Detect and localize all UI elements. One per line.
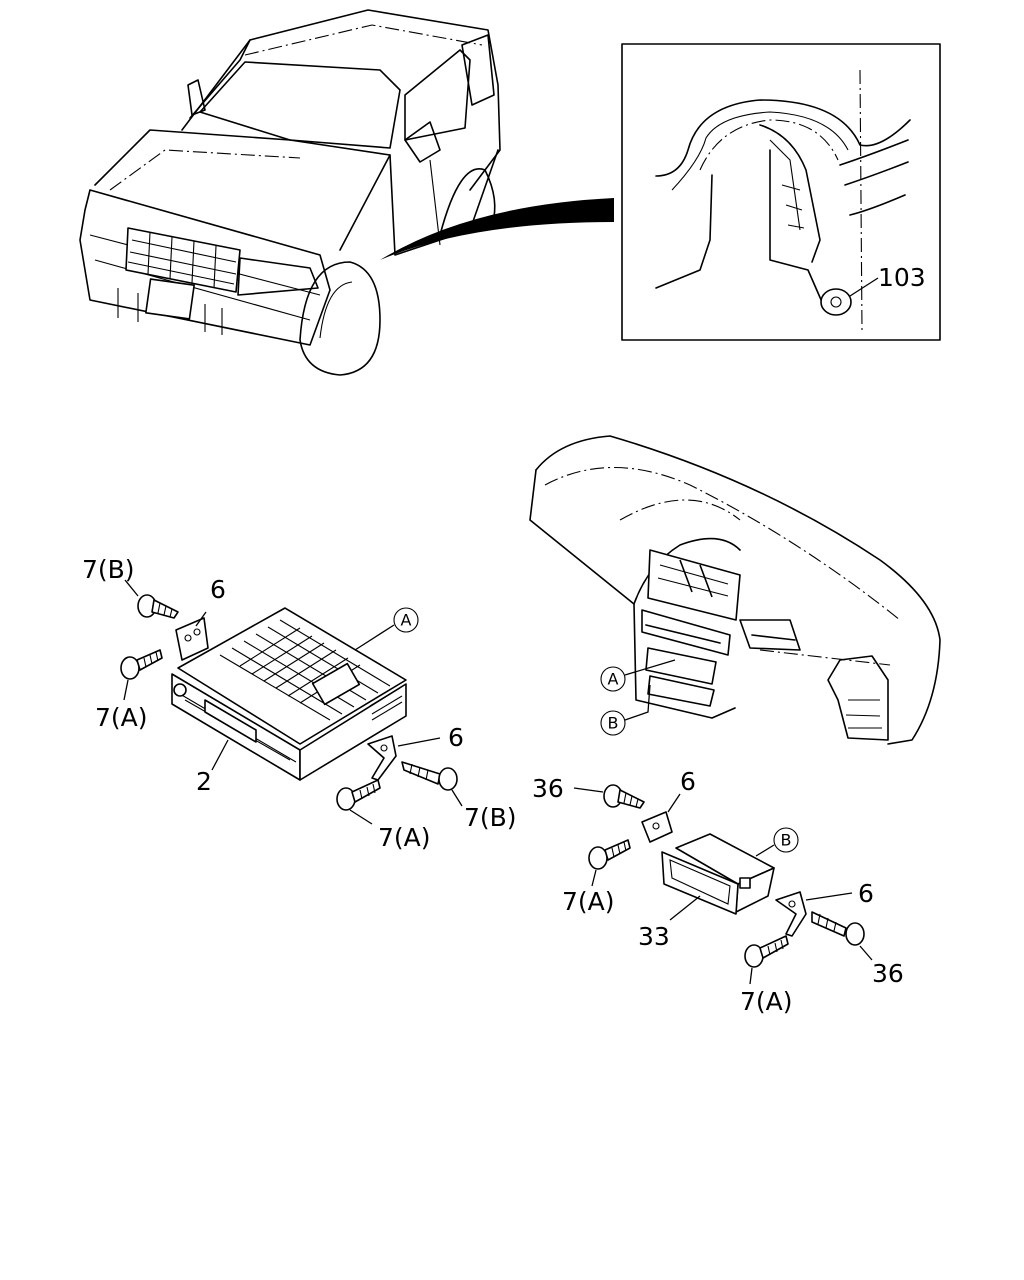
callout-7a-left: 7(A) (95, 703, 148, 732)
callout-7a-bottom: 7(A) (378, 823, 431, 852)
dashboard-illustration: A B (529, 435, 941, 745)
callout-6-left-mid: 6 (448, 723, 464, 752)
nut-icon (820, 288, 852, 316)
pocket-right-bracket: 6 (775, 879, 874, 937)
vehicle-illustration (79, 9, 501, 376)
screw-36-right: 36 (811, 911, 904, 988)
callout-6-pocket-top: 6 (680, 767, 696, 796)
callout-a-dashboard: A (608, 670, 619, 689)
screw-icon (438, 767, 458, 791)
pocket-illustration: 33 B (638, 827, 799, 951)
screw-7a-bottom: 7(A) (336, 779, 431, 852)
reference-b-marker-pocket (773, 827, 799, 853)
screw-7b-right: 7(B) (401, 761, 517, 832)
radio-unit-illustration: 2 A (171, 607, 419, 796)
radio-left-bracket: 6 (175, 575, 226, 661)
callout-7a-pocket-left: 7(A) (562, 887, 615, 916)
callout-36-top: 36 (532, 774, 564, 803)
callout-7b-right: 7(B) (464, 803, 517, 832)
screw-7a-left: 7(A) (95, 649, 163, 732)
screw-icon (845, 922, 865, 946)
callout-7b-left: 7(B) (82, 555, 135, 584)
callout-6-left-top: 6 (210, 575, 226, 604)
detail-pointer (380, 198, 614, 260)
screw-36-top: 36 (532, 774, 645, 809)
callout-6-pocket-right: 6 (858, 879, 874, 908)
callout-a-radio: A (401, 611, 412, 630)
reference-a-marker-radio (393, 607, 419, 633)
callout-33: 33 (638, 922, 670, 951)
callout-103: 103 (878, 263, 926, 292)
callout-b-pocket: B (781, 831, 792, 850)
reference-a-marker (600, 666, 626, 692)
pocket-left-bracket: 6 (641, 767, 696, 843)
screw-7a-pocket-left: 7(A) (562, 839, 631, 916)
screw-7a-pocket-bottom: 7(A) (740, 935, 793, 1016)
screw-7b-left: 7(B) (82, 555, 179, 619)
callout-7a-pocket-bottom: 7(A) (740, 987, 793, 1016)
reference-b-marker (600, 710, 626, 736)
callout-2: 2 (196, 767, 212, 796)
callout-b-dashboard: B (608, 714, 619, 733)
wheel-arch-detail-inset: 103 (621, 43, 941, 341)
callout-36-right: 36 (872, 959, 904, 988)
